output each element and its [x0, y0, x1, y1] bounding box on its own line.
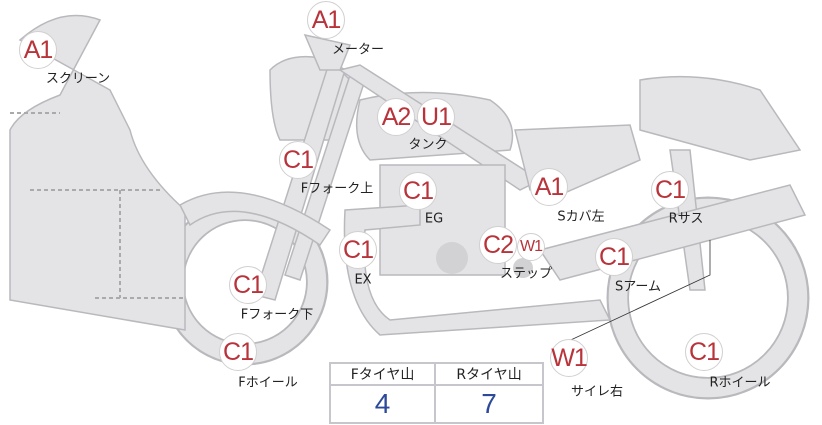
marker-muffler-right[interactable]: W1 — [550, 339, 588, 377]
label-meter: メーター — [331, 42, 385, 58]
label-engine: EG — [424, 211, 444, 227]
label-front-fork-upper: Fフォーク上 — [300, 181, 374, 197]
seat — [639, 75, 802, 161]
marker-rear-suspension[interactable]: C1 — [651, 171, 689, 209]
header-rear-tire: Rタイヤ山 — [434, 362, 544, 386]
label-swing-arm: Sアーム — [614, 279, 662, 295]
value-front-tire: 4 — [328, 384, 437, 424]
marker-side-cover-left[interactable]: A1 — [530, 168, 568, 206]
cowl-dash-2 — [30, 189, 185, 299]
value-rear-tire: 7 — [434, 384, 544, 424]
marker-swing-arm[interactable]: C1 — [595, 238, 633, 276]
marker-exhaust[interactable]: C1 — [339, 231, 377, 269]
tire-tread-table: Fタイヤ山 Rタイヤ山 4 7 — [328, 362, 544, 424]
muffler-leader-line — [559, 240, 711, 346]
marker-front-fork-upper[interactable]: C1 — [279, 141, 317, 179]
label-exhaust: EX — [354, 272, 372, 288]
marker-front-fork-lower[interactable]: C1 — [229, 266, 267, 304]
label-screen: スクリーン — [45, 71, 111, 87]
engine-cover — [436, 242, 468, 274]
marker-tank-u1[interactable]: U1 — [417, 98, 455, 136]
label-side-cover-left: Sカバ左 — [557, 209, 605, 225]
header-front-tire: Fタイヤ山 — [328, 362, 437, 386]
label-rear-wheel: Rホイール — [709, 375, 771, 391]
label-front-fork-lower: Fフォーク下 — [240, 307, 314, 323]
label-front-wheel: Fホイール — [238, 375, 298, 391]
screen-cowl — [9, 14, 186, 331]
fender-front — [179, 191, 332, 247]
marker-step-w1[interactable]: W1 — [517, 233, 545, 261]
marker-tank-a2[interactable]: A2 — [377, 98, 415, 136]
marker-meter[interactable]: A1 — [307, 1, 345, 39]
label-step: ステップ — [499, 266, 553, 282]
marker-rear-wheel[interactable]: C1 — [685, 333, 723, 371]
marker-screen[interactable]: A1 — [19, 31, 57, 69]
label-tank: タンク — [408, 137, 448, 153]
step-cover — [513, 258, 533, 278]
label-rear-suspension: Rサス — [668, 211, 704, 227]
marker-engine[interactable]: C1 — [399, 172, 437, 210]
marker-step-c2[interactable]: C2 — [479, 226, 517, 264]
label-muffler-right: サイレ右 — [570, 384, 624, 400]
marker-front-wheel[interactable]: C1 — [219, 333, 257, 371]
